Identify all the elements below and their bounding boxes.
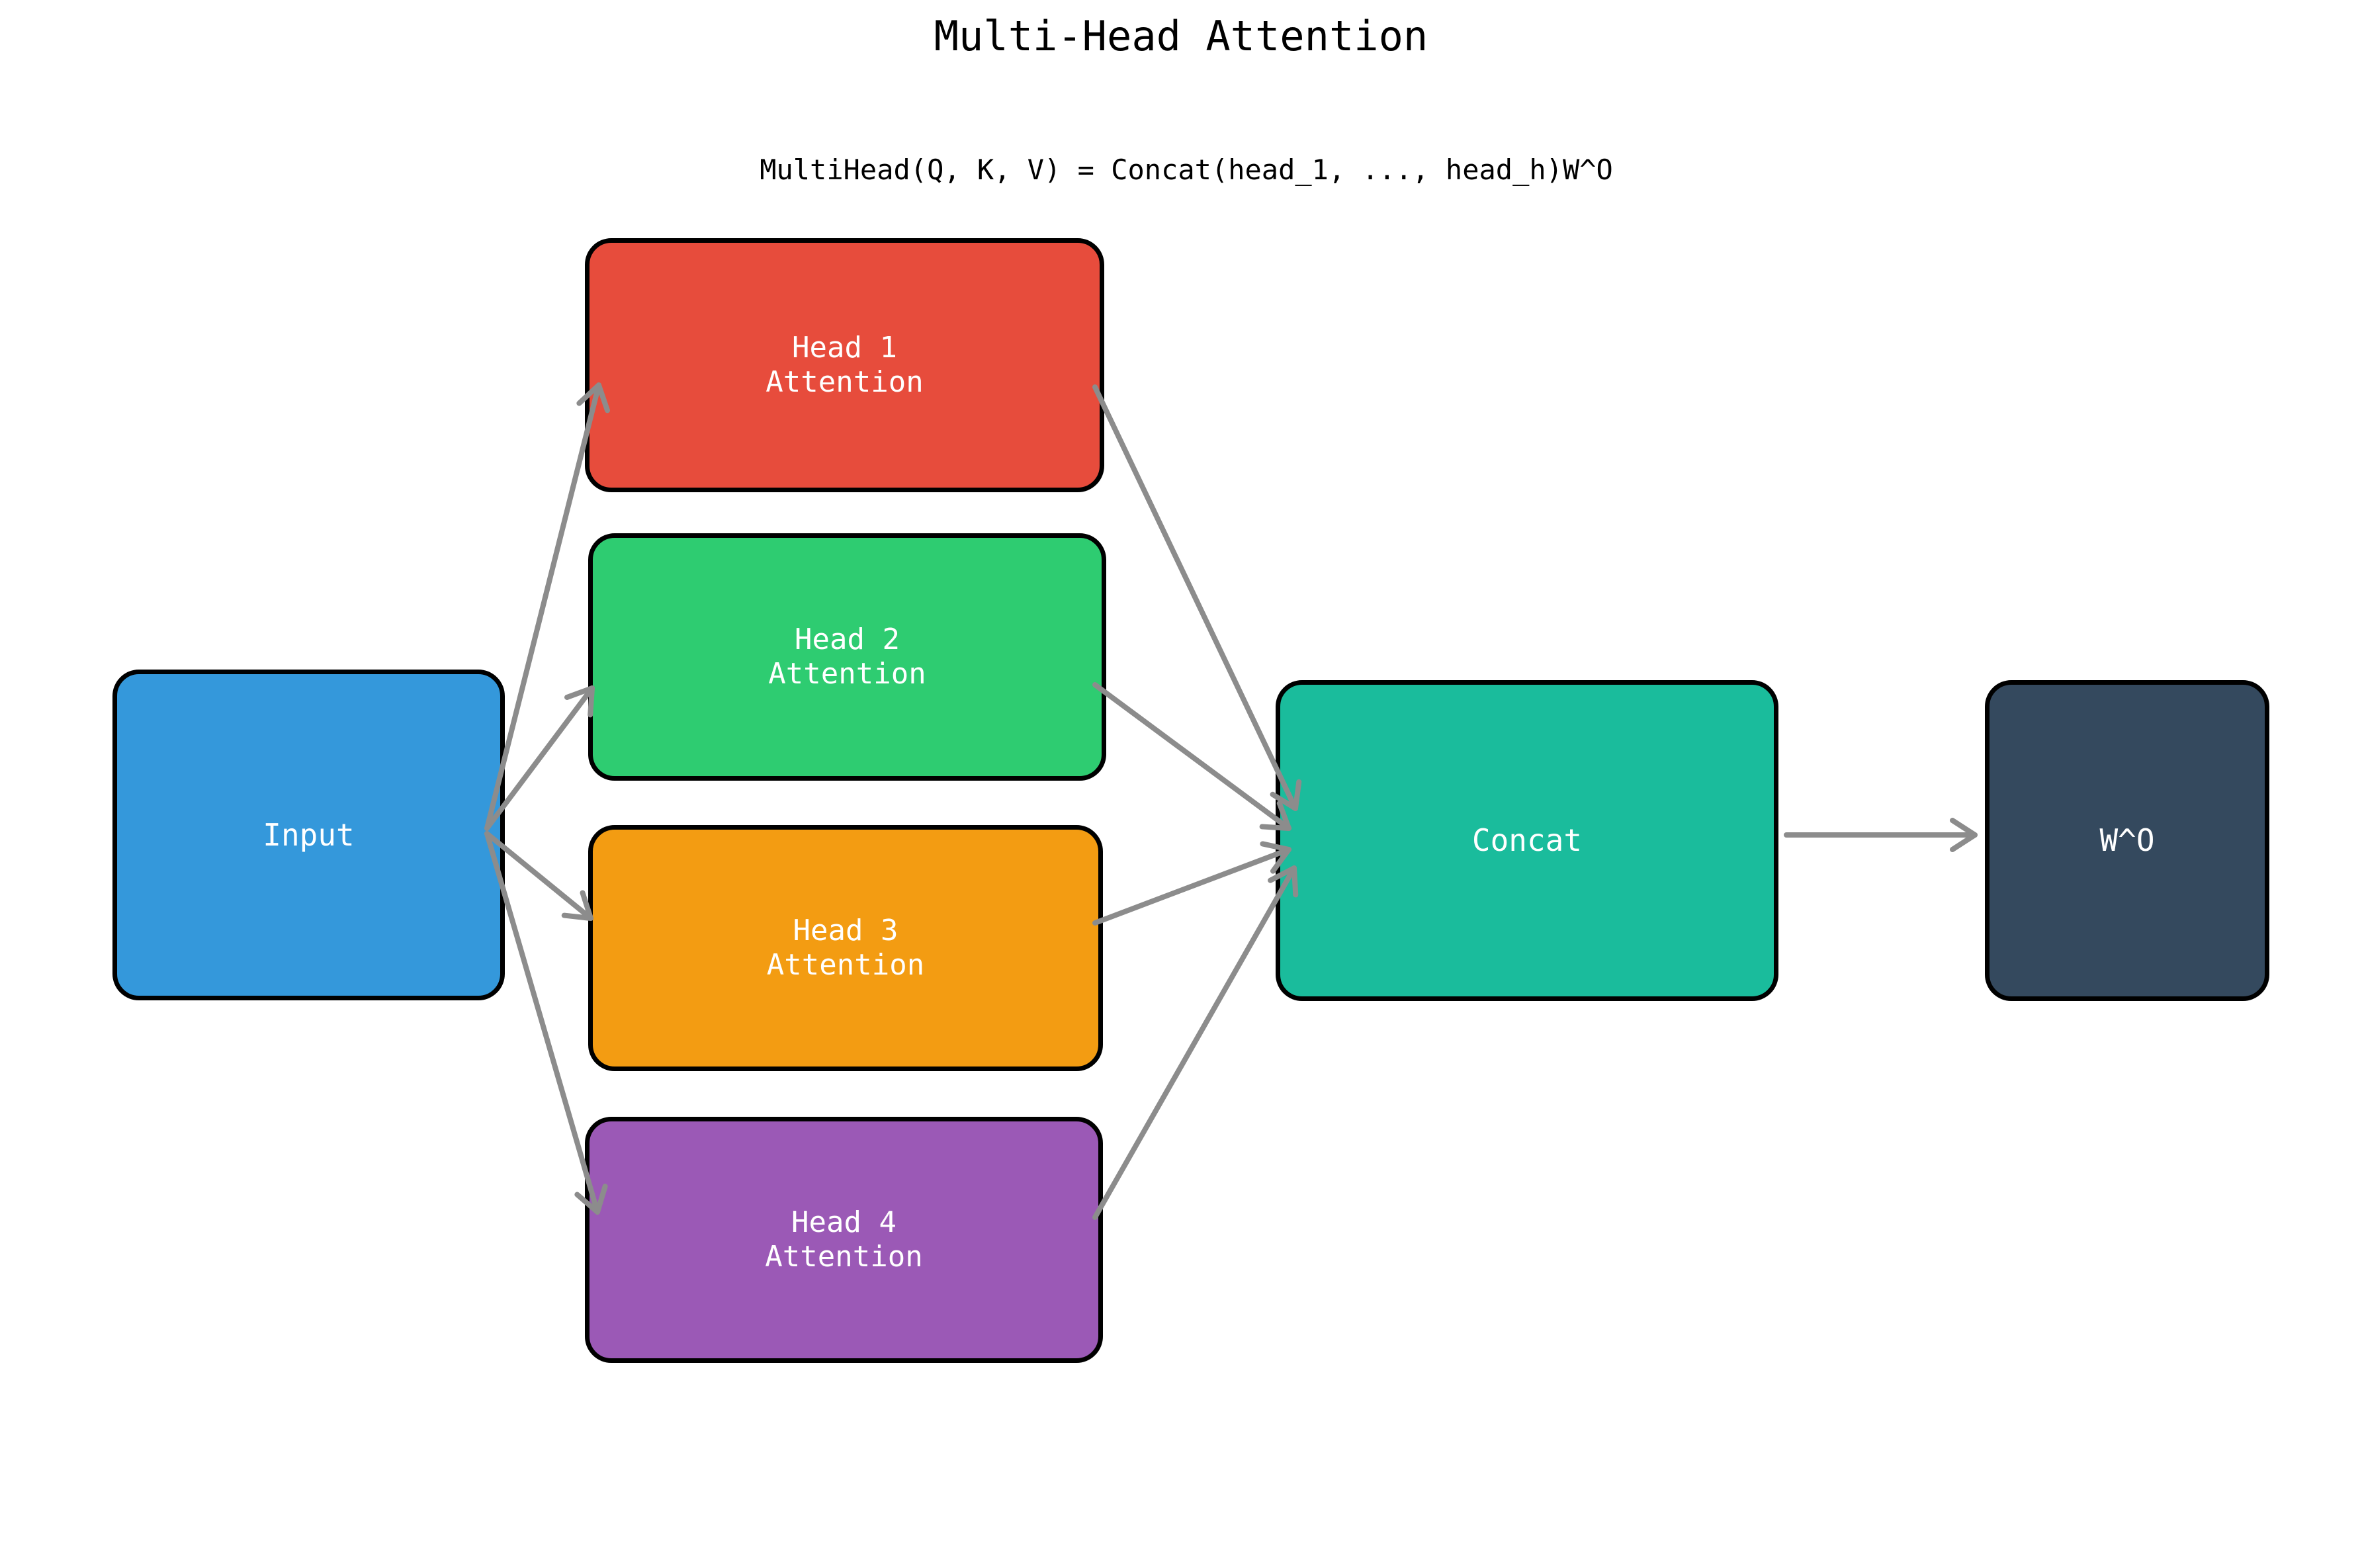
node-head3-label-line1: Head 3 — [793, 914, 898, 948]
formula-text: MultiHead(Q, K, V) = Concat(head_1, ...,… — [760, 153, 1613, 186]
node-wo: W^O — [1985, 680, 2269, 1001]
arrow-head2-to-concat — [1092, 682, 1291, 831]
node-head1-label-line1: Head 1 — [792, 331, 897, 365]
node-input: Input — [112, 670, 505, 1000]
node-input-label: Input — [263, 816, 355, 853]
node-head3-label-line2: Attention — [766, 948, 925, 982]
node-head3-attention: Head 3 Attention — [588, 825, 1103, 1071]
arrow-head1-to-concat — [1092, 384, 1302, 811]
node-head4-label-line1: Head 4 — [791, 1205, 897, 1240]
node-head4-attention: Head 4 Attention — [585, 1117, 1103, 1363]
node-head4-label-line2: Attention — [765, 1240, 923, 1274]
arrow-head4-to-concat — [1092, 865, 1299, 1220]
node-head2-label-line1: Head 2 — [795, 623, 900, 657]
node-concat: Concat — [1276, 680, 1778, 1001]
arrow-head3-to-concat — [1092, 841, 1291, 926]
node-wo-label: W^O — [2099, 822, 2155, 859]
node-head1-attention: Head 1 Attention — [585, 238, 1104, 492]
node-head1-label-line2: Attention — [765, 365, 924, 399]
node-concat-label: Concat — [1471, 822, 1583, 859]
node-head2-label-line2: Attention — [768, 657, 926, 691]
diagram-title: Multi-Head Attention — [934, 12, 1428, 60]
node-head2-attention: Head 2 Attention — [588, 533, 1106, 781]
